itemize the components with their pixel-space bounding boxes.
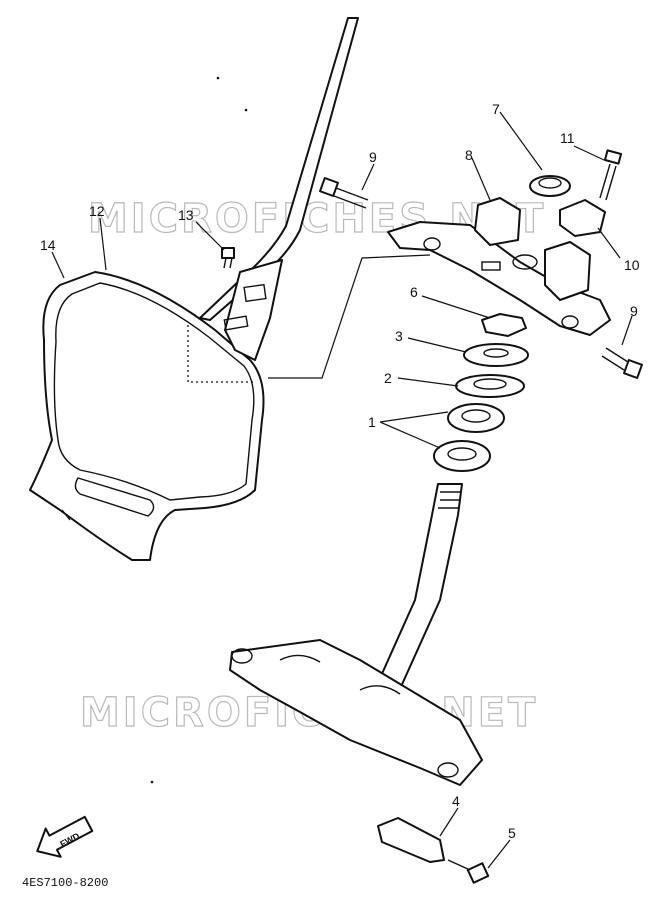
leader-7	[499, 111, 543, 171]
callout-1: 1	[368, 414, 376, 430]
nut-part-6	[481, 313, 527, 337]
bolt-part-13	[221, 247, 235, 269]
callout-2: 2	[384, 370, 392, 386]
leader-11	[573, 145, 605, 161]
bolt-part-9-lower	[601, 347, 643, 379]
callout-9-lower: 9	[630, 303, 638, 319]
upper-bracket	[387, 197, 611, 336]
plate-stay	[199, 17, 359, 361]
hidden-line-a	[187, 325, 255, 383]
leader-5	[487, 839, 511, 869]
bearing-upper	[447, 403, 505, 433]
leader-14	[51, 251, 65, 279]
leader-2	[397, 377, 459, 387]
callout-4: 4	[452, 793, 460, 809]
number-plate	[29, 271, 265, 561]
cap-part-7	[529, 175, 571, 197]
leader-9-lower	[621, 315, 633, 346]
bearing-lower	[433, 440, 491, 472]
leader-6	[421, 295, 491, 319]
callout-5: 5	[508, 825, 516, 841]
leader-12	[99, 217, 107, 271]
bolt-part-9-upper	[319, 177, 369, 209]
leader-8	[471, 157, 491, 201]
leader-9-upper	[361, 163, 375, 191]
bolt-part-11	[599, 149, 623, 201]
leader-1	[379, 411, 449, 449]
callout-3: 3	[395, 328, 403, 344]
cable-guide-part-4	[377, 817, 445, 863]
stray-dot	[244, 108, 248, 112]
leader-13	[195, 221, 225, 251]
holder-part-10	[559, 199, 606, 237]
steering-stem-under-bracket	[229, 483, 483, 786]
callout-13: 13	[178, 207, 194, 223]
callout-11: 11	[560, 130, 575, 146]
diagram-code: 4ES7100-8200	[22, 876, 108, 890]
callout-14: 14	[40, 237, 56, 253]
leader-10	[597, 227, 621, 259]
callout-6: 6	[410, 284, 418, 300]
leader-4	[439, 807, 459, 837]
forward-arrow-icon: FWD	[36, 815, 94, 858]
callout-9-upper: 9	[369, 149, 377, 165]
stray-dot	[216, 76, 220, 80]
callout-8: 8	[465, 147, 473, 163]
callout-10: 10	[624, 257, 640, 273]
callout-12: 12	[89, 203, 105, 219]
bolt-part-5	[447, 859, 490, 884]
washer-part-3	[463, 343, 529, 367]
connect-line	[268, 254, 431, 379]
callout-7: 7	[492, 101, 500, 117]
leader-3	[407, 337, 467, 353]
stray-dot	[150, 780, 154, 784]
